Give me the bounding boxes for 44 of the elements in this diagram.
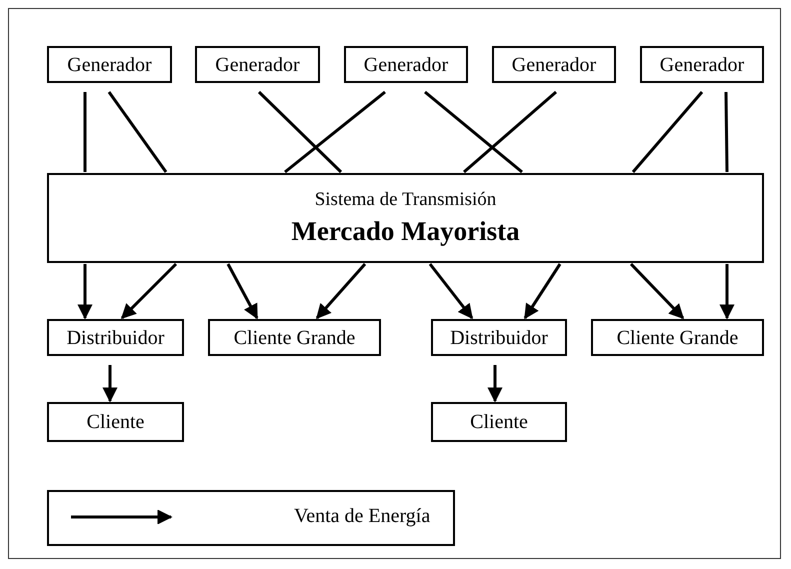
node-label: Generador — [67, 54, 152, 76]
entity-box — [208, 319, 381, 356]
node-label: Cliente Grande — [616, 326, 738, 348]
arrow — [226, 263, 258, 320]
entity-box — [195, 46, 320, 83]
arrow — [524, 263, 562, 320]
connector-line — [284, 90, 386, 174]
node-title: Mercado Mayorista — [291, 216, 520, 246]
node-label: Cliente Grande — [234, 326, 356, 348]
node-label: Generador — [215, 54, 300, 76]
entity-box — [431, 402, 567, 442]
entity-box — [431, 319, 567, 356]
entity-box — [344, 46, 468, 83]
entity-box — [47, 319, 184, 356]
market-box — [47, 173, 764, 263]
connector-line — [258, 90, 342, 174]
node-label: Distribuidor — [450, 326, 548, 348]
arrow — [316, 263, 366, 320]
arrow — [720, 264, 734, 320]
node-label: Cliente — [470, 411, 528, 433]
node-subtitle: Sistema de Transmisión — [314, 190, 496, 211]
connector-line — [108, 91, 168, 173]
entity-box — [47, 46, 172, 83]
arrow — [428, 263, 474, 320]
node-label: Distribuidor — [66, 326, 164, 348]
entity-box — [640, 46, 764, 83]
connector-line — [463, 90, 557, 174]
node-label: Cliente — [86, 411, 144, 433]
arrow — [78, 264, 92, 320]
node-label: Generador — [364, 54, 448, 76]
legend-label: Venta de Energía — [294, 505, 430, 528]
connector-line — [424, 90, 523, 174]
entity-box — [47, 402, 184, 442]
connector-line — [632, 91, 704, 173]
entity-box — [591, 319, 764, 356]
connector-line — [724, 92, 728, 172]
entity-box — [492, 46, 616, 83]
arrow — [630, 262, 684, 320]
node-label: Generador — [512, 54, 596, 76]
arrow — [488, 365, 502, 402]
connector-line — [84, 92, 86, 172]
node-label: Generador — [660, 54, 744, 76]
arrow — [120, 262, 178, 320]
arrow — [102, 365, 118, 402]
